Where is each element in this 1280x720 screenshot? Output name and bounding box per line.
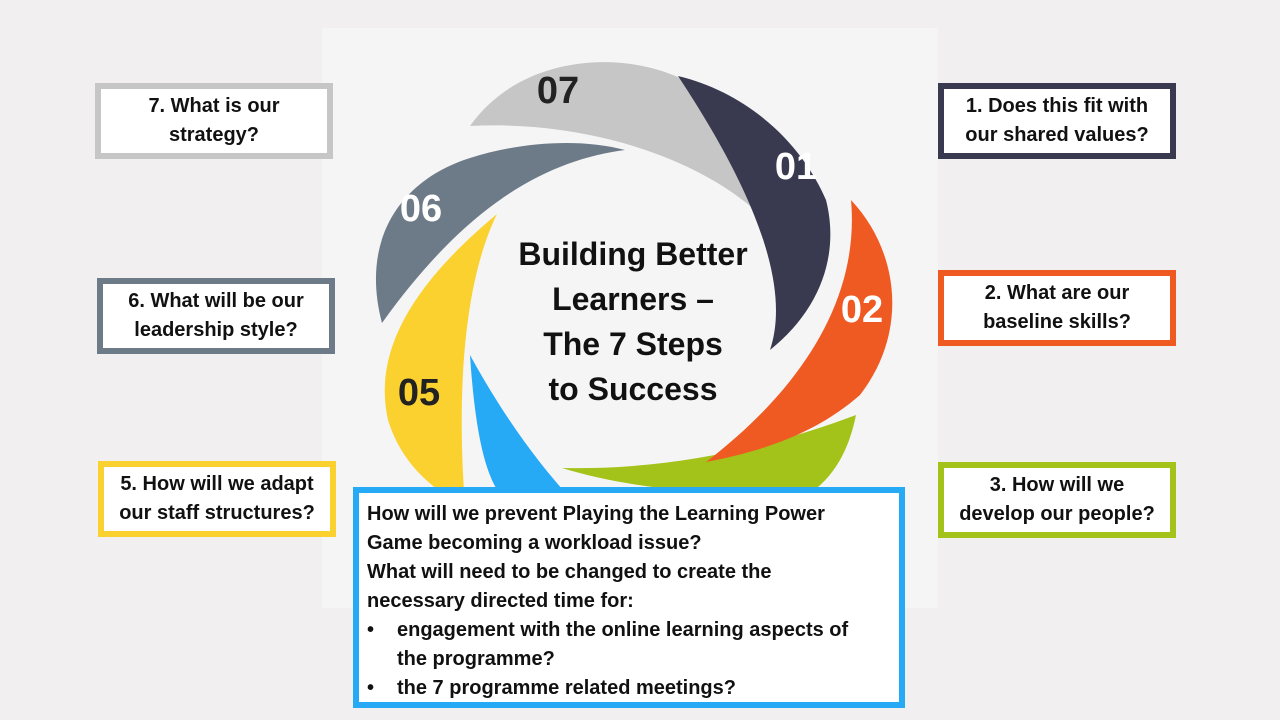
petal-03 [562,415,856,493]
step-7-question-box: 7. What is our strategy? [95,83,333,159]
step-2-question-box: 2. What are our baseline skills? [938,270,1176,346]
bullet-line: engagement with the online learning aspe… [397,619,849,641]
question-line: 2. What are our [984,282,1130,304]
petal-05 [384,214,497,505]
title-line: to Success [548,371,718,407]
step-4-question-box: How will we prevent Playing the Learning… [353,487,905,708]
bullet-marker: • [367,619,375,641]
question-line: 5. How will we adapt [120,473,314,495]
question-line: develop our people? [959,503,1155,525]
petal-07 [470,62,757,212]
step-6-question-box: 6. What will be our leadership style? [97,278,335,354]
question-line: leadership style? [134,319,298,341]
question-line: Game becoming a workload issue? [367,532,702,554]
question-line: necessary directed time for: [367,590,634,612]
petal-01 [678,76,831,350]
question-line: baseline skills? [983,311,1131,333]
question-line: How will we prevent Playing the Learning… [367,503,825,525]
step-1-question-box: 1. Does this fit with our shared values? [938,83,1176,159]
bullet-list: • engagement with the online learning as… [367,616,889,703]
step-5-question-box: 5. How will we adapt our staff structure… [98,461,336,537]
bullet-line: the programme? [397,648,555,670]
title-line: Building Better [518,236,748,272]
question-line: strategy? [168,124,260,146]
step-number-07: 07 [537,70,579,112]
title-line: The 7 Steps [543,326,723,362]
step-number-05: 05 [398,372,440,414]
question-line: 1. Does this fit with [965,95,1149,117]
petal-04 [470,355,572,502]
question-line: 3. How will we [989,474,1125,496]
question-line: 6. What will be our [128,290,304,312]
step-number-06: 06 [400,188,442,230]
bullet-item: • the 7 programme related meetings? [367,674,889,703]
question-line: 7. What is our [148,95,280,117]
step-number-01: 01 [775,146,817,188]
step-3-question-box: 3. How will we develop our people? [938,462,1176,538]
question-line: What will need to be changed to create t… [367,561,772,583]
petal-02 [706,200,893,462]
bullet-item: • engagement with the online learning as… [367,616,889,674]
question-line: our shared values? [965,124,1149,146]
diagram-title: Building Better Learners – The 7 Steps t… [480,232,786,412]
title-line: Learners – [552,281,714,317]
petal-06 [375,143,625,323]
bullet-line: the 7 programme related meetings? [397,677,736,699]
bullet-marker: • [367,677,375,699]
step-number-02: 02 [841,289,883,331]
question-line: our staff structures? [119,502,315,524]
